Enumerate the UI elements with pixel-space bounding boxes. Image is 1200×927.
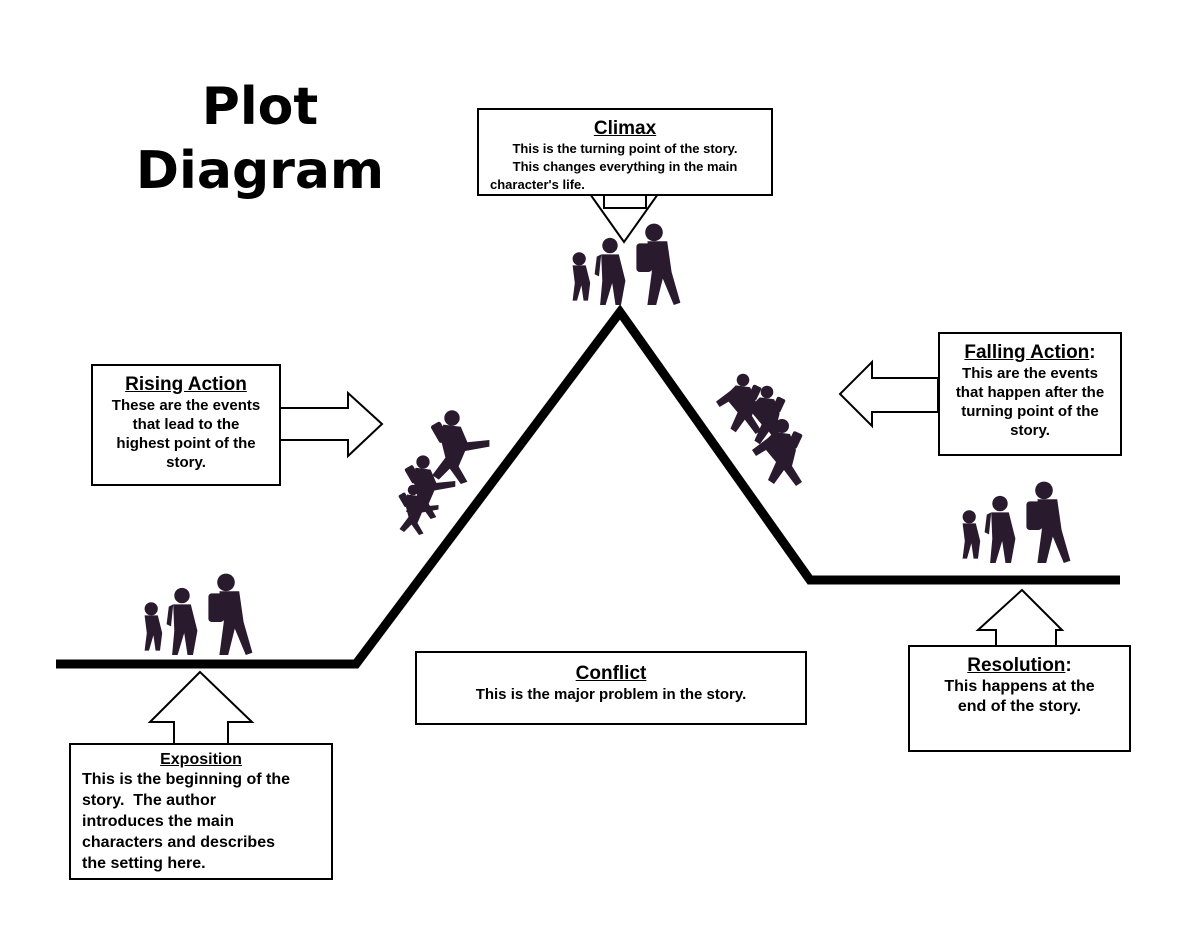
resolution-heading-colon: : bbox=[1065, 655, 1072, 676]
exposition-box: Exposition This is the beginning of the … bbox=[69, 743, 333, 880]
exposition-line-5: the setting here. bbox=[82, 855, 206, 872]
exposition-arrow-icon bbox=[147, 670, 255, 747]
rising-climber-icon-1 bbox=[430, 410, 490, 484]
rising-action-heading: Rising Action bbox=[125, 374, 247, 395]
climax-line-2: This changes everything in the main bbox=[512, 159, 738, 174]
exposition-line-4: characters and describes bbox=[82, 834, 275, 851]
falling-action-box: Falling Action: This are the events that… bbox=[938, 332, 1122, 456]
resolution-heading-wrap: Resolution: bbox=[910, 655, 1129, 677]
climax-heading: Climax bbox=[593, 118, 657, 139]
resolution-heading: Resolution bbox=[967, 655, 1066, 676]
conflict-heading: Conflict bbox=[575, 663, 647, 684]
climax-line-3: character's life. bbox=[490, 177, 585, 192]
rising-action-box: Rising Action These are the events that … bbox=[91, 364, 281, 486]
falling-action-line-1: This are the events bbox=[962, 365, 1098, 382]
falling-action-heading: Falling Action bbox=[964, 342, 1090, 363]
conflict-line-1: This is the major problem in the story. bbox=[475, 686, 747, 703]
exposition-hikers-icon bbox=[144, 573, 253, 655]
climax-box: Climax This is the turning point of the … bbox=[477, 108, 773, 196]
climax-arrow-icon bbox=[588, 193, 660, 244]
rising-action-line-1: These are the events bbox=[111, 397, 261, 414]
page-title: Plot Diagram bbox=[120, 75, 400, 203]
falling-action-line-3: turning point of the bbox=[961, 403, 1099, 420]
rising-action-line-3: highest point of the bbox=[116, 435, 256, 452]
plot-line bbox=[56, 304, 1120, 669]
resolution-box: Resolution: This happens at the end of t… bbox=[908, 645, 1131, 752]
conflict-box: Conflict This is the major problem in th… bbox=[415, 651, 807, 725]
rising-action-line-2: that lead to the bbox=[132, 416, 240, 433]
rising-arrow-icon bbox=[279, 390, 384, 459]
falling-action-line-4: story. bbox=[1010, 422, 1050, 439]
climax-line-1: This is the turning point of the story. bbox=[512, 141, 738, 156]
falling-action-line-2: that happen after the bbox=[955, 384, 1105, 401]
resolution-arrow-icon bbox=[975, 588, 1065, 647]
title-line-1: Plot bbox=[201, 77, 319, 137]
exposition-line-3: introduces the main bbox=[82, 813, 235, 830]
exposition-line-2: story. The author bbox=[82, 792, 216, 809]
exposition-heading: Exposition bbox=[160, 751, 242, 768]
title-line-2: Diagram bbox=[135, 141, 385, 201]
exposition-line-1: This is the beginning of the bbox=[82, 771, 290, 788]
resolution-line-1: This happens at the bbox=[944, 678, 1095, 695]
falling-action-heading-colon: : bbox=[1089, 342, 1096, 363]
falling-action-heading-wrap: Falling Action: bbox=[940, 342, 1120, 364]
resolution-hikers-icon bbox=[962, 481, 1071, 563]
rising-action-line-4: story. bbox=[166, 454, 206, 471]
resolution-line-2: end of the story. bbox=[957, 698, 1082, 715]
falling-arrow-icon bbox=[838, 359, 939, 429]
